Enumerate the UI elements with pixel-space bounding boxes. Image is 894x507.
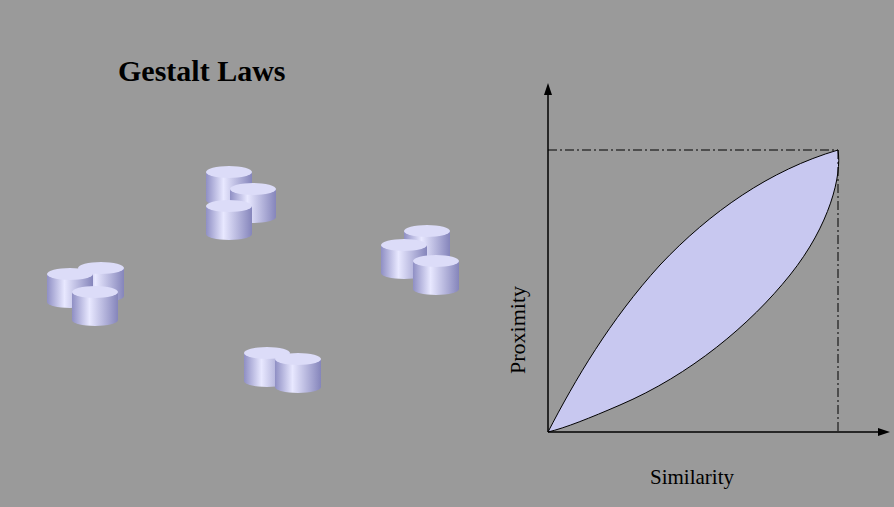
- cylinder-top: [47, 268, 93, 280]
- axis-arrowhead: [878, 428, 890, 436]
- cylinder-top: [206, 166, 252, 178]
- cylinder-groups: [47, 166, 459, 393]
- axis-label: Similarity: [650, 467, 734, 488]
- cylinder-top: [72, 286, 118, 298]
- cylinder: [206, 200, 252, 240]
- similarity-proximity-region: [548, 150, 839, 432]
- cylinder-top: [275, 353, 321, 365]
- y-axis: [547, 92, 549, 432]
- x-axis: [548, 431, 880, 433]
- cylinder-top: [206, 200, 252, 212]
- guide-line: [838, 150, 839, 432]
- cylinder: [275, 353, 321, 393]
- title: Gestalt Laws: [118, 56, 286, 86]
- cylinder-top: [404, 225, 450, 237]
- cylinder: [72, 286, 118, 326]
- cylinder: [413, 255, 459, 295]
- chart: [544, 83, 890, 436]
- guide-line: [548, 150, 838, 151]
- cylinder-top: [230, 183, 276, 195]
- axis-arrowhead: [544, 83, 552, 95]
- axis-label: Proximity: [507, 286, 529, 374]
- cylinder-top: [413, 255, 459, 267]
- cylinder-top: [381, 239, 427, 251]
